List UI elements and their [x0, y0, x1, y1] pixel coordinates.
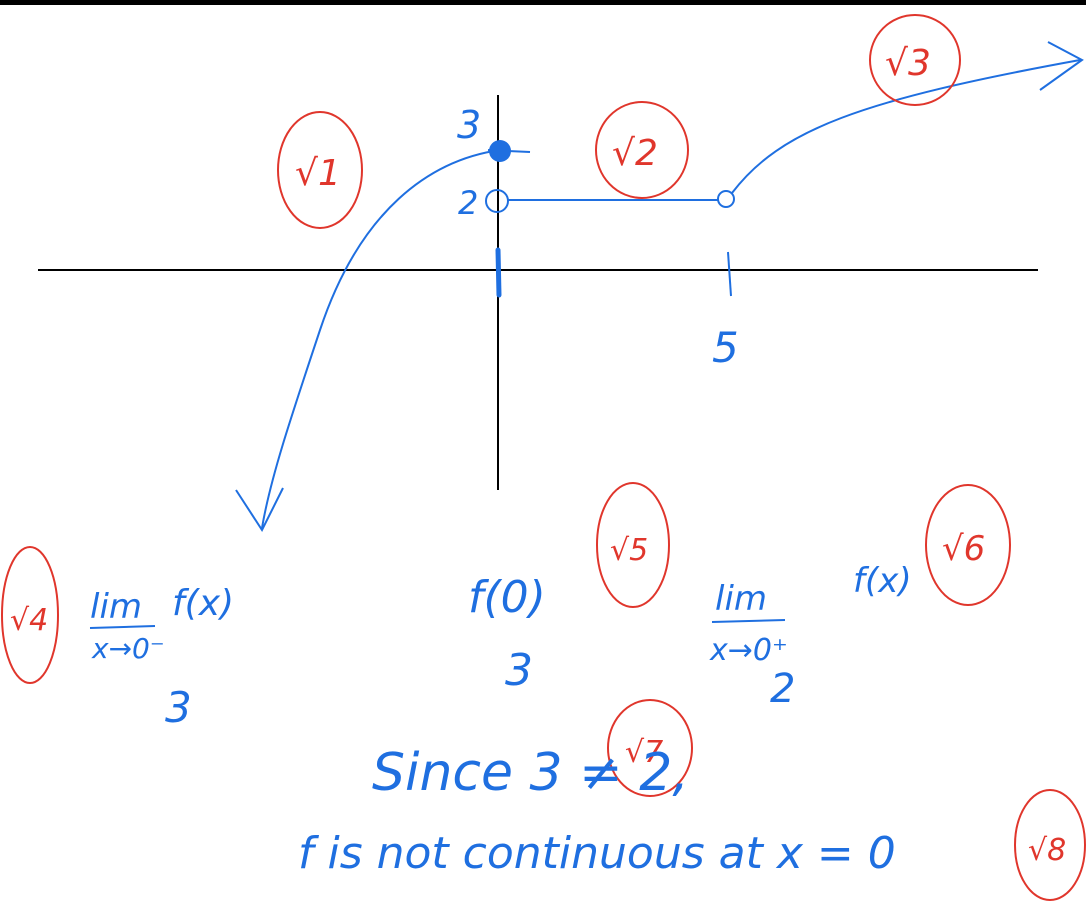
check-label-2: √2 [612, 133, 658, 174]
left-limit-value: 3 [165, 683, 192, 732]
conclusion-line-1: Since 3 ≠ 2, [372, 743, 689, 803]
check-label-7: √7 [625, 735, 663, 770]
open-circle-at-5-2 [717, 190, 735, 208]
right-limit-function: f(x) [853, 561, 912, 601]
left-limit-underline [89, 625, 156, 629]
check-label-8: √8 [1028, 833, 1066, 868]
left-limit-lim: lim [90, 587, 142, 627]
check-label-1: √1 [295, 153, 341, 194]
check-circle-8 [1014, 789, 1086, 901]
check-label-3: √3 [885, 43, 931, 84]
conclusion-line-2: f is not continuous at x = 0 [298, 828, 896, 879]
x-tick-label-5: 5 [712, 323, 739, 372]
right-limit-lim: lim [715, 579, 767, 619]
x-axis-tick-5 [727, 251, 732, 297]
check-label-5: √5 [610, 533, 648, 568]
check-circle-3 [869, 14, 961, 106]
right-curve-piece [731, 59, 1081, 194]
right-limit-subscript: x→0⁺ [709, 633, 788, 668]
left-limit-subscript: x→0⁻ [91, 632, 165, 665]
check-circle-1 [277, 111, 363, 229]
right-curve-arrowhead [1039, 41, 1084, 91]
top-border [0, 0, 1086, 5]
right-limit-underline [711, 619, 786, 623]
check-label-6: √6 [942, 529, 985, 569]
check-circle-6 [925, 484, 1011, 606]
left-curve-piece [261, 149, 501, 529]
y-tick-label-2: 2 [458, 184, 478, 222]
right-limit-value: 2 [770, 666, 795, 712]
center-function-value: 3 [505, 645, 533, 696]
origin-tick-mark [495, 247, 502, 298]
y-tick-label-3: 3 [457, 103, 481, 147]
check-circle-4 [1, 546, 59, 684]
left-limit-function: f(x) [172, 583, 234, 624]
check-circle-5 [596, 482, 670, 608]
left-curve-arrowhead [235, 487, 284, 533]
closed-dot-at-0-3 [489, 140, 511, 162]
check-circle-7 [607, 699, 693, 797]
check-label-4: √4 [10, 603, 48, 638]
center-function-value-expr: f(0) [468, 572, 546, 623]
check-circle-2 [595, 101, 689, 199]
